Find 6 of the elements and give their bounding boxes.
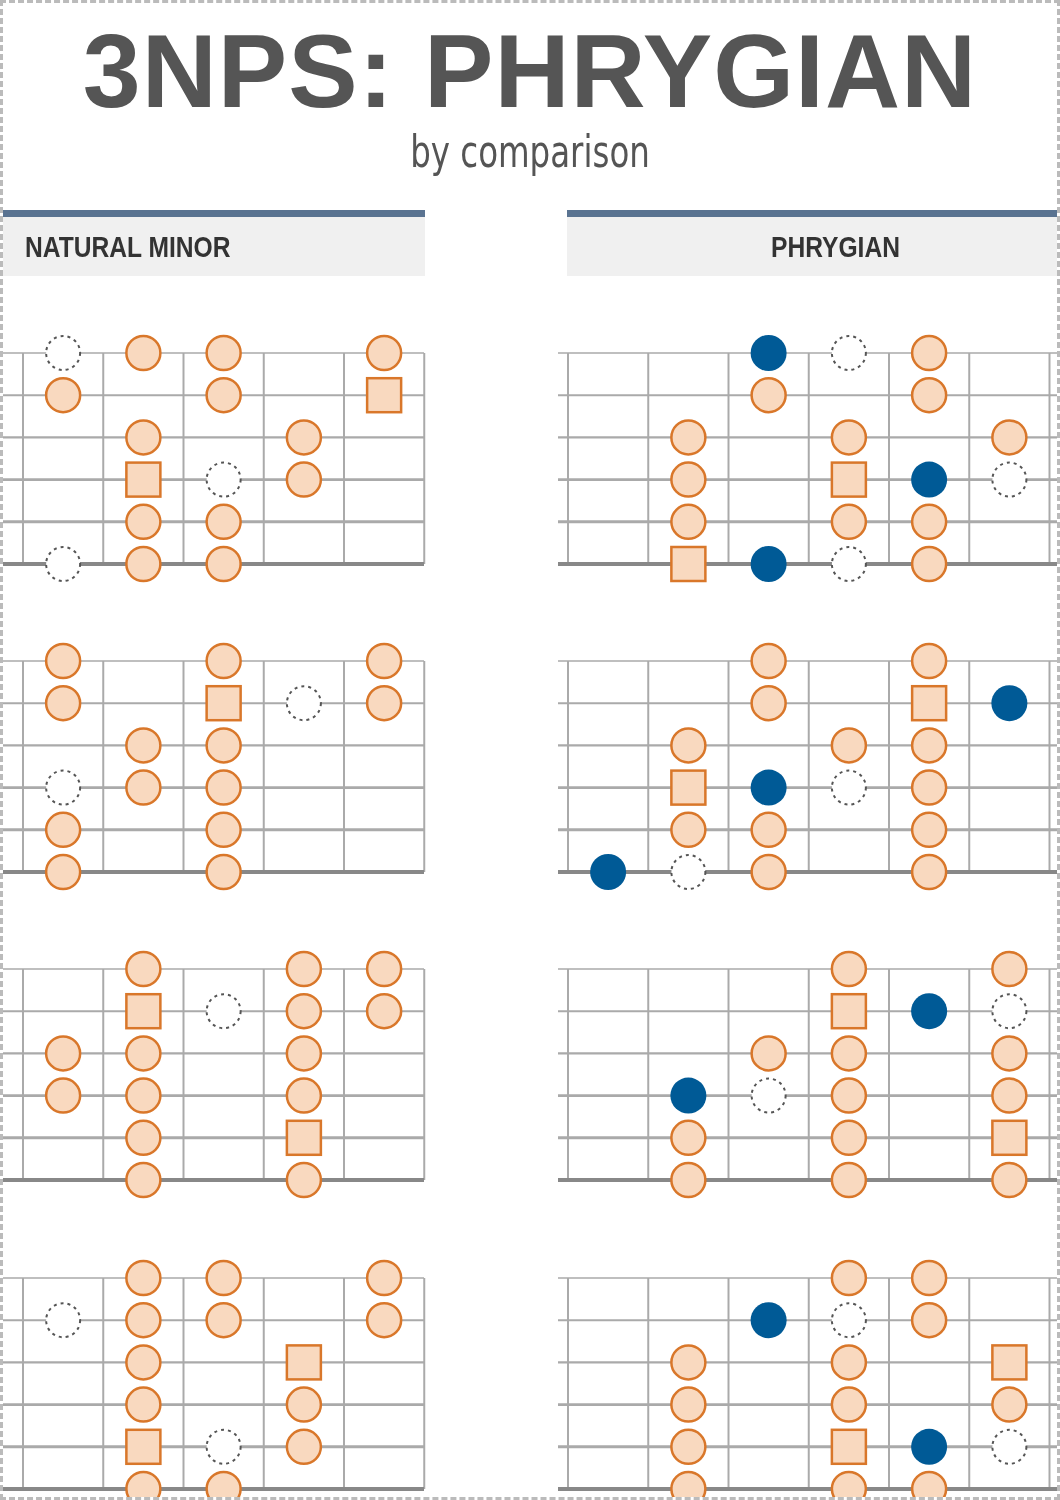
title: 3NPS: PHRYGIAN	[81, 17, 979, 127]
panel-header	[567, 210, 1057, 276]
header-text: NATURAL MINOR	[25, 231, 231, 262]
subtitle: by comparison	[409, 128, 651, 177]
header-text: PHRYGIAN	[771, 231, 901, 262]
panel-header	[3, 210, 425, 276]
